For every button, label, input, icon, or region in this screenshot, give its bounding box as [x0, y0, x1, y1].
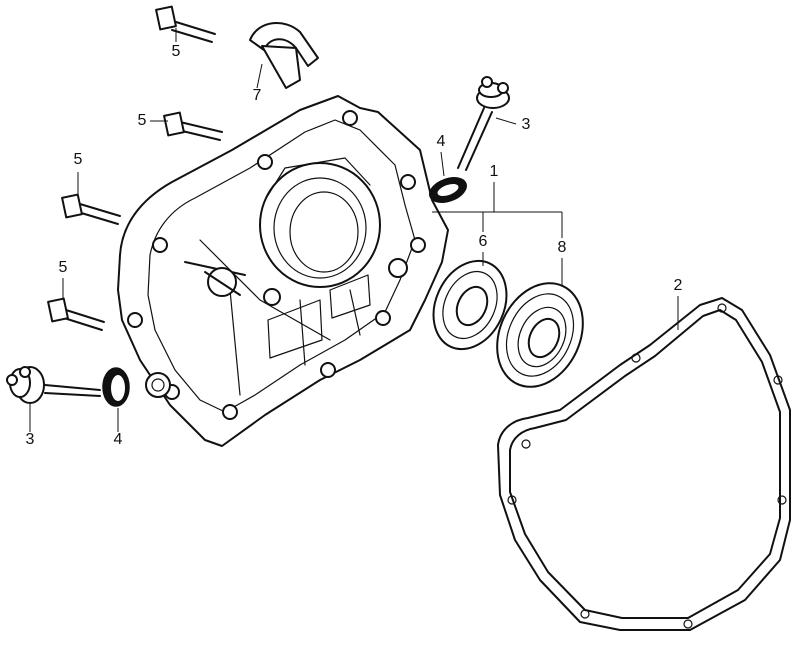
- bolt-5-lower: [47, 297, 105, 331]
- callout-5-top: 5: [172, 43, 181, 60]
- callout-5-middle: 5: [74, 151, 83, 168]
- clip-7: [249, 21, 319, 89]
- callout-labels: 5 7 5 5 5 3 4 4 3 1 6 8 2: [26, 43, 683, 448]
- callout-8: 8: [558, 239, 567, 256]
- bearing-6: [432, 259, 508, 351]
- callout-7: 7: [253, 87, 262, 104]
- gasket: [497, 297, 791, 631]
- callout-6: 6: [479, 233, 488, 250]
- callout-3-lower: 3: [26, 431, 35, 448]
- bolt-5-middle: [61, 193, 121, 225]
- callout-1: 1: [490, 163, 499, 180]
- bolt-5-upper: [163, 111, 223, 141]
- bearing-8: [496, 282, 584, 388]
- dipstick-3-upper: [457, 76, 510, 171]
- callout-2: 2: [674, 277, 683, 294]
- oil-seal-4-upper: [429, 177, 467, 203]
- callout-5-upper: 5: [138, 112, 147, 129]
- crankcase-cover: [117, 95, 449, 447]
- bolt-5-top: [155, 5, 216, 43]
- leader-lines: [29, 28, 679, 432]
- oil-seal-4-lower: [102, 367, 130, 407]
- callout-4-upper: 4: [437, 133, 446, 150]
- callout-4-lower: 4: [114, 431, 123, 448]
- dipstick-3-lower: [6, 366, 101, 404]
- callout-3-upper: 3: [522, 116, 531, 133]
- callout-5-lower: 5: [59, 259, 68, 276]
